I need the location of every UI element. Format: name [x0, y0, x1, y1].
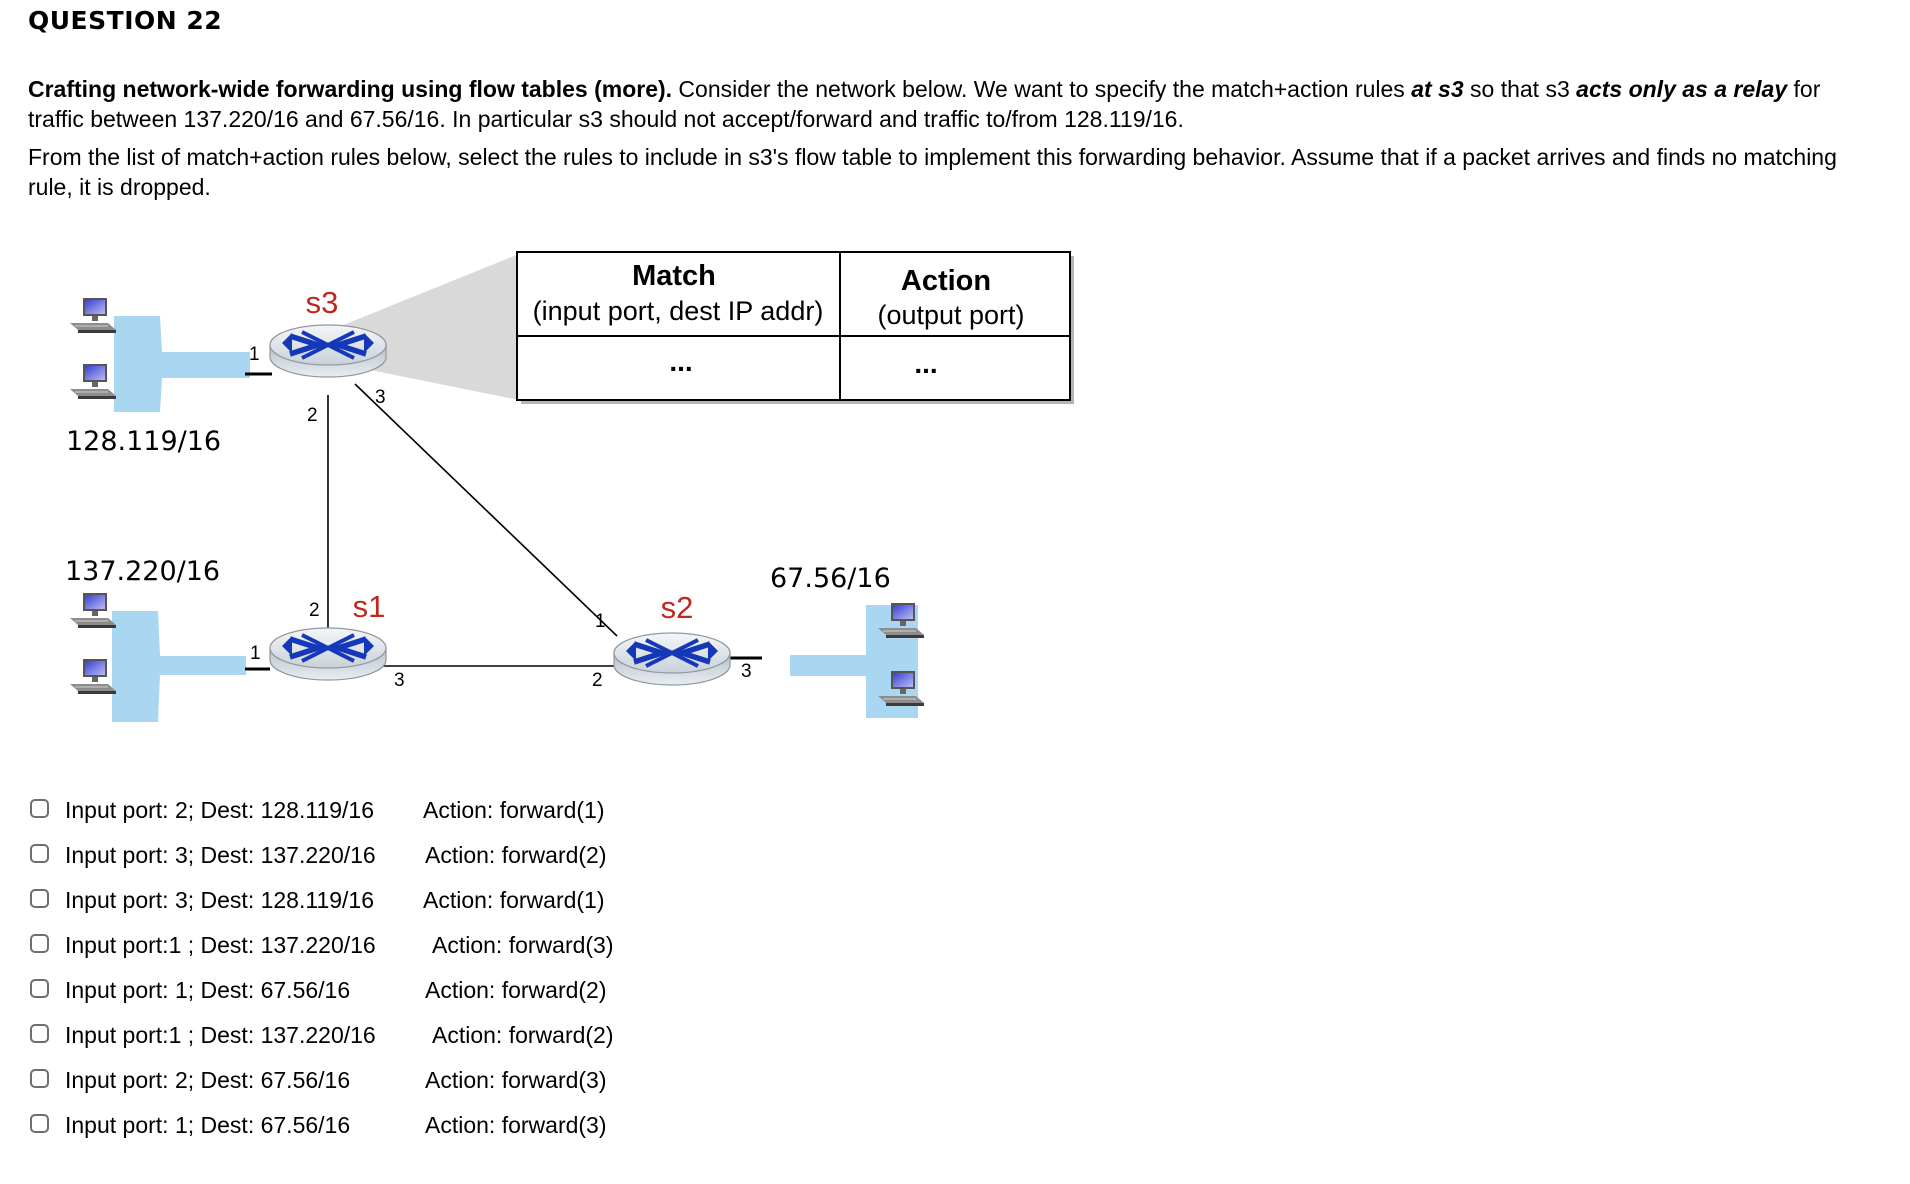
table-match-header: Match [632, 260, 716, 292]
table-action-header: Action [901, 265, 991, 297]
rule-match-text: Input port: 2; Dest: 67.56/16 [65, 1067, 351, 1093]
prompt-text-3: for traffic between 137.220/16 and 67.56… [28, 76, 1821, 132]
table-match-cell: ... [669, 346, 692, 377]
host-computer-icon [69, 363, 117, 400]
rule-match-text: Input port:1 ; Dest: 137.220/16 [65, 932, 376, 958]
rule-match-text: Input port:1 ; Dest: 137.220/16 [65, 1022, 376, 1048]
host-computer-icon [69, 297, 117, 334]
zoom-callout [336, 254, 519, 400]
lan-137-220-blob [112, 611, 246, 722]
port-number: 2 [307, 405, 318, 426]
rule-checkbox[interactable] [30, 979, 49, 998]
switch-s1-label: s1 [353, 589, 386, 624]
rule-match-text: Input port: 3; Dest: 128.119/16 [65, 887, 375, 913]
port-number: 1 [249, 344, 260, 365]
rule-checkbox[interactable] [30, 1069, 49, 1088]
flow-table: Match (input port, dest IP addr) Action … [516, 251, 1074, 404]
rule-action-text: Action: forward(1) [423, 887, 605, 913]
port-number: 1 [595, 611, 606, 632]
rule-action-text: Action: forward(2) [425, 842, 607, 868]
rule-match-text: Input port: 1; Dest: 67.56/16 [65, 1112, 351, 1138]
question-heading: QUESTION 22 [28, 6, 223, 35]
rule-checkbox[interactable] [30, 889, 49, 908]
rule-action-text: Action: forward(3) [425, 1067, 607, 1093]
rule-option[interactable]: Input port: 2; Dest: 128.119/16 Action: … [28, 796, 728, 841]
rule-checkbox[interactable] [30, 934, 49, 953]
rule-checkbox[interactable] [30, 844, 49, 863]
port-number: 3 [394, 670, 405, 691]
rule-match-text: Input port: 2; Dest: 128.119/16 [65, 797, 375, 823]
rule-match-text: Input port: 1; Dest: 67.56/16 [65, 977, 351, 1003]
rule-checkbox[interactable] [30, 799, 49, 818]
rule-checkbox[interactable] [30, 1114, 49, 1133]
port-number: 3 [375, 387, 386, 408]
rule-checkbox[interactable] [30, 1024, 49, 1043]
prompt-text-1: Consider the network below. We want to s… [672, 76, 1412, 102]
rule-action-text: Action: forward(1) [423, 797, 605, 823]
prompt-text-2: so that s3 [1463, 76, 1577, 102]
host-computer-icon [69, 592, 117, 629]
prompt-emphasis-1: at s3 [1411, 76, 1464, 102]
rule-action-text: Action: forward(2) [425, 977, 607, 1003]
switch-s1-router-icon [270, 628, 386, 680]
switch-s3-router-icon [270, 325, 386, 377]
table-action-subheader: (output port) [877, 300, 1024, 330]
table-match-subheader: (input port, dest IP addr) [533, 296, 824, 326]
subnet-label: 67.56/16 [770, 563, 891, 594]
rule-action-text: Action: forward(2) [432, 1022, 614, 1048]
subnet-label: 137.220/16 [65, 556, 220, 587]
rule-option[interactable]: Input port: 2; Dest: 67.56/16 Action: fo… [28, 1066, 728, 1111]
switch-s2-label: s2 [661, 590, 694, 625]
link-s3-s2 [354, 383, 618, 637]
host-computer-icon [69, 658, 117, 695]
port-number: 1 [250, 643, 261, 664]
switch-s2-router-icon [614, 633, 730, 685]
prompt-emphasis-2: acts only as a relay [1576, 76, 1788, 102]
switch-s3-label: s3 [306, 285, 339, 320]
question-instructions: From the list of match+action rules belo… [28, 144, 1837, 200]
rule-option[interactable]: Input port: 1; Dest: 67.56/16 Action: fo… [28, 1111, 728, 1156]
port-number: 3 [741, 661, 752, 682]
rule-action-text: Action: forward(3) [432, 932, 614, 958]
prompt-title: Crafting network-wide forwarding using f… [28, 76, 673, 102]
rule-option[interactable]: Input port: 1; Dest: 67.56/16 Action: fo… [28, 976, 728, 1021]
rule-match-text: Input port: 3; Dest: 137.220/16 [65, 842, 376, 868]
rule-action-text: Action: forward(3) [425, 1112, 607, 1138]
lan-128-119-blob [114, 316, 250, 412]
rule-option[interactable]: Input port:1 ; Dest: 137.220/16 Action: … [28, 931, 728, 976]
rule-option[interactable]: Input port:1 ; Dest: 137.220/16 Action: … [28, 1021, 728, 1066]
rule-option[interactable]: Input port: 3; Dest: 128.119/16 Action: … [28, 886, 728, 931]
port-number: 2 [592, 670, 603, 691]
table-action-cell: ... [914, 348, 937, 379]
question-prompt: Crafting network-wide forwarding using f… [28, 74, 1858, 134]
port-number: 2 [309, 600, 320, 621]
rule-option[interactable]: Input port: 3; Dest: 137.220/16 Action: … [28, 841, 728, 886]
subnet-label: 128.119/16 [66, 426, 221, 457]
